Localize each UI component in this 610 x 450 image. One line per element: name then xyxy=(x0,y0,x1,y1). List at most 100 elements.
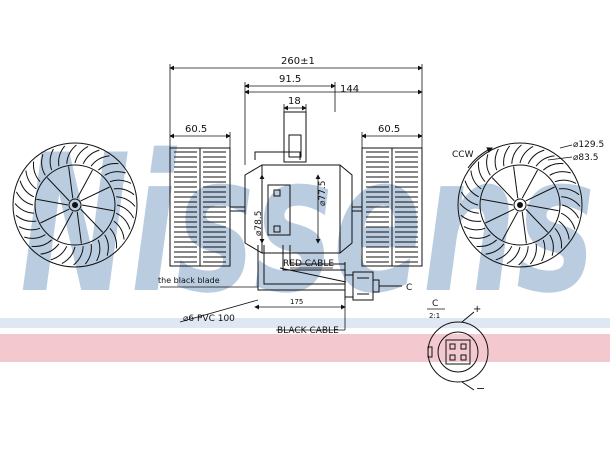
blade xyxy=(459,203,479,214)
right-blower-wheel xyxy=(457,142,583,268)
blade xyxy=(61,246,76,265)
spoke xyxy=(525,186,555,202)
dim-overall: 260±1 xyxy=(281,56,315,67)
blade xyxy=(15,214,37,222)
blade xyxy=(18,226,41,231)
blade xyxy=(560,212,576,230)
rotation-arrow xyxy=(467,147,493,169)
spoke xyxy=(521,169,538,199)
dim-motor-diameter: ⌀78.5 xyxy=(254,211,264,236)
blade xyxy=(561,196,581,207)
plug-connector xyxy=(344,271,402,301)
right-fan-cage xyxy=(361,147,423,267)
blade xyxy=(109,227,118,249)
left-blower-wheel xyxy=(12,142,138,268)
blade xyxy=(477,161,486,183)
detail-scale: 2:1 xyxy=(429,312,440,320)
blade xyxy=(113,188,135,196)
blade xyxy=(549,234,554,256)
minus-label: − xyxy=(476,382,485,395)
dim-shaft-diameter: ⌀77.5 xyxy=(318,181,328,206)
blade xyxy=(24,234,46,239)
blade xyxy=(549,171,571,176)
blade xyxy=(486,154,491,176)
spoke xyxy=(481,198,514,206)
dim-motor-width: 91.5 xyxy=(279,74,301,85)
spoke xyxy=(68,166,74,199)
blade xyxy=(460,214,482,222)
dim-cable-length: 175 xyxy=(290,298,303,306)
blade xyxy=(31,239,53,248)
blade xyxy=(116,196,136,207)
left-fan-cage xyxy=(169,147,231,267)
spoke xyxy=(36,198,69,206)
blade xyxy=(15,191,34,206)
spoke xyxy=(521,211,527,244)
blade xyxy=(113,220,125,240)
blade xyxy=(32,161,41,183)
blade xyxy=(506,246,521,265)
spoke xyxy=(80,208,104,233)
blade xyxy=(541,239,546,262)
dimension-lines xyxy=(169,64,573,310)
dim-connector: 18 xyxy=(288,96,301,107)
blade xyxy=(542,162,564,171)
blade xyxy=(476,239,498,248)
dim-right-offset: 144 xyxy=(340,84,359,95)
rotation-label: CCW xyxy=(452,150,474,160)
blade xyxy=(19,180,35,198)
blade xyxy=(529,243,537,265)
blade xyxy=(558,220,570,240)
spoke xyxy=(502,211,519,241)
spoke xyxy=(485,208,515,224)
label-leaders xyxy=(160,267,346,331)
blade xyxy=(463,226,486,231)
spoke xyxy=(40,208,70,224)
dim-left-fan: 60.5 xyxy=(185,124,207,135)
black-cable-label: BLACK CABLE xyxy=(277,326,339,336)
spoke xyxy=(57,211,74,241)
dim-wheel-outer: ⌀129.5 xyxy=(573,140,604,150)
spoke xyxy=(491,177,515,202)
blade xyxy=(73,246,84,266)
blade xyxy=(527,149,545,165)
blade xyxy=(49,148,54,171)
dim-wheel-inner: ⌀83.5 xyxy=(573,153,598,163)
blade xyxy=(25,170,37,190)
blade xyxy=(554,179,577,184)
blade xyxy=(116,204,135,219)
blade xyxy=(535,155,555,167)
blade xyxy=(50,245,68,261)
detail-ref-label: C xyxy=(406,283,412,293)
blade xyxy=(97,162,119,171)
spoke xyxy=(80,186,110,202)
blade xyxy=(494,148,499,171)
dimension-texts: 260±1 91.5 144 18 60.5 60.5 ⌀78.5 ⌀77.5 … xyxy=(185,56,604,306)
spoke xyxy=(526,204,559,212)
spoke xyxy=(525,208,549,233)
detail-title: C xyxy=(432,299,438,309)
watermark-band-blue xyxy=(0,318,610,328)
blade xyxy=(96,239,101,262)
spoke xyxy=(46,177,70,202)
pvc-label: ⌀6 PVC 100 xyxy=(183,314,235,324)
blade xyxy=(104,234,109,256)
blade xyxy=(66,144,77,164)
blade xyxy=(84,243,92,265)
blade xyxy=(115,212,131,230)
blade xyxy=(511,144,522,164)
blade xyxy=(74,145,89,164)
blade xyxy=(460,191,479,206)
blade xyxy=(464,180,480,198)
blade xyxy=(558,188,580,196)
blade xyxy=(104,171,126,176)
red-cable-label: RED CABLE xyxy=(283,259,334,269)
blade xyxy=(554,227,563,249)
watermark-band-red xyxy=(0,334,610,362)
blade xyxy=(470,170,482,190)
connector-detail xyxy=(427,311,489,391)
blade xyxy=(503,145,511,167)
dim-right-fan: 60.5 xyxy=(378,124,400,135)
blade xyxy=(58,145,66,167)
